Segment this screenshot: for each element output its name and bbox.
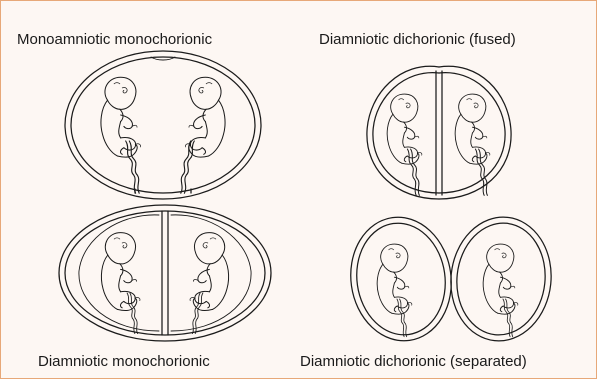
panel-diamniotic-dichorionic-fused: [367, 66, 511, 199]
panel-monoamniotic-monochorionic: [65, 51, 261, 199]
label-diamniotic-monochorionic: Diamniotic monochorionic: [38, 353, 210, 371]
panel-diamniotic-monochorionic: [59, 205, 271, 341]
panel-diamniotic-dichorionic-separated: [343, 211, 557, 348]
label-diamniotic-dichorionic-fused: Diamniotic dichorionic (fused): [319, 31, 516, 49]
label-diamniotic-dichorionic-separated: Diamniotic dichorionic (separated): [300, 353, 527, 371]
label-monoamniotic-monochorionic: Monoamniotic monochorionic: [17, 31, 212, 49]
